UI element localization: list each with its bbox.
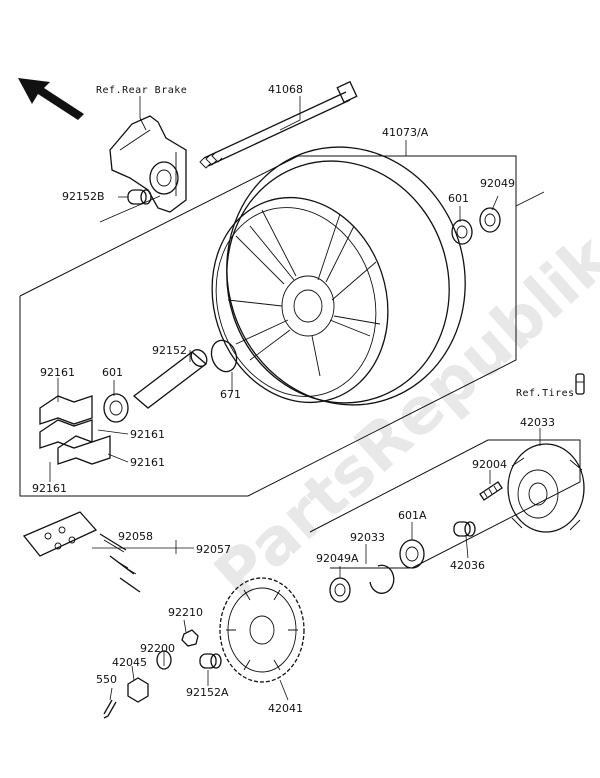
label-550: 550 [96,673,117,686]
label-601-top: 601 [448,192,469,205]
collar-92152 [132,349,208,409]
label-92033: 92033 [350,531,385,544]
hub-dampers-92161 [39,395,111,465]
label-92058: 92058 [118,530,153,543]
leader-lines [49,96,541,701]
bearing-601-left [103,393,129,423]
cotter-pin-550 [103,699,117,719]
label-92152: 92152 [152,344,187,357]
rear-sprocket-42041 [219,577,305,683]
nut-92210 [181,629,199,647]
stud-92004 [479,481,503,501]
collar-42036 [453,521,476,537]
collar-92152b [127,189,152,205]
collar-92152a [199,653,222,669]
label-92200: 92200 [140,642,175,655]
label-42036: 42036 [450,559,485,572]
oil-seal-92049 [479,207,501,233]
label-92161-a: 92161 [40,366,75,379]
o-ring-671 [210,339,238,373]
drive-chain-92057 [99,533,141,593]
label-41073a: 41073/A [382,126,429,139]
label-92152a: 92152A [186,686,229,699]
label-92210: 92210 [168,606,203,619]
wheel-assembly-frame [19,155,517,497]
nut-42045 [127,677,149,703]
front-direction-arrow-icon [18,78,84,120]
label-42045: 42045 [112,656,147,669]
axle-41068 [199,80,358,169]
label-92161-b: 92161 [130,428,165,441]
label-601-left: 601 [102,366,123,379]
label-601a: 601A [398,509,427,522]
label-92057: 92057 [196,543,231,556]
hub-assembly-frame [309,439,581,569]
label-92161-d: 92161 [32,482,67,495]
label-42041: 42041 [268,702,303,715]
label-42033: 42033 [520,416,555,429]
label-92049: 92049 [480,177,515,190]
bearing-601-right [451,219,473,245]
bearing-601a [399,539,425,569]
rear-wheel-41073a [211,146,466,406]
oil-seal-92049a [329,577,351,603]
label-ref-tires: Ref.Tires [516,388,575,399]
tire-valve [575,373,585,395]
label-92004: 92004 [472,458,507,471]
sprocket-coupling-42033 [507,443,585,533]
label-92049a: 92049A [316,552,359,565]
chain-joint-link-92058 [22,511,98,557]
label-92152b: 92152B [62,190,105,203]
circlip-92033 [369,564,395,594]
rear-brake-caliper-bracket [109,115,187,213]
washer-92200 [156,650,172,670]
label-41068: 41068 [268,83,303,96]
label-92161-c: 92161 [130,456,165,469]
label-ref-rear-brake: Ref.Rear Brake [96,85,187,96]
label-671: 671 [220,388,241,401]
